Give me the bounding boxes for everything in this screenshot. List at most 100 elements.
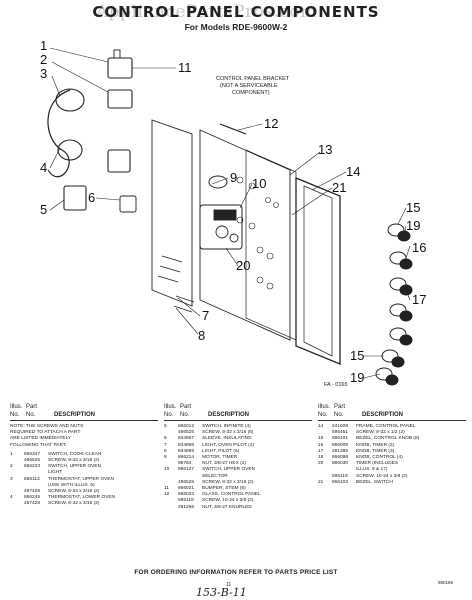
illus-number: 3 [10,476,13,482]
callout-7: 7 [202,308,209,323]
part-description: SCREW, 8-32 x 1/2 (2) [356,430,405,436]
timer-display [199,204,243,250]
bracket-note-line-3: COMPONENT) [232,90,270,96]
part-description: SWITCH, UPPER OVEN [48,464,102,470]
table-row: 487428 SCREW, 6-32 x 3/16 (2) [10,501,158,507]
control-panel-back [199,129,291,341]
page-number: 11 [226,582,232,588]
callout-13: 13 [318,142,332,157]
part-number: 866223 [24,464,41,470]
leader-lines [49,47,411,379]
callout-15: 15 [406,200,420,215]
switch-cook-clean [107,57,133,79]
part-number: 866012 [178,424,195,429]
callout-1: 1 [40,38,47,53]
table-row: 19 866098 KNOB, CONTROL (4) [318,455,466,461]
table-row: 595119 SCREW, 10-24 x 3/8 (2) [318,474,466,480]
illus-number: 14 [318,424,324,429]
part-description: SWITCH, UPPER OVEN [202,467,256,473]
table-row: (USE WITH ILLUS. 6) [10,483,158,489]
part-number: 98764 [178,461,192,467]
part-number: 487428 [24,501,41,507]
callout-19-lower: 19 [350,370,364,385]
callout-20: 20 [236,258,250,273]
illus-number: 12 [164,492,170,498]
part-description: NUT, 3/8-27 HEX (2) [202,461,246,467]
part-number: 866030 [332,461,349,467]
part-description: SCREW, 10-24 x 3/8 (2) [202,498,254,504]
part-number: 866103 [332,479,349,485]
part-description: SWITCH, COOK-CLEAN [48,451,102,457]
table-row: 98764 NUT, 3/8-27 HEX (2) [164,461,312,467]
part-number: 866214 [178,455,195,461]
column-header: Illus. Part No. No. DESCRIPTION [10,404,158,421]
part-number: 866098 [332,455,349,461]
part-number: 866101 [332,436,349,442]
part-description: THERMOSTAT, UPPER OVEN [48,476,114,482]
part-number: 487428 [24,489,41,495]
part-number: 866033 [178,492,195,498]
illus-number: 17 [318,448,324,454]
part-description: NUT, 3/8-27 KNURLED [202,504,252,510]
callout-17: 17 [412,292,426,307]
parts-note: NOTE: THE SCREWS AND NUTS REQUIRED TO AT… [10,424,84,448]
part-number: 486525 [178,430,195,436]
part-number: 595451 [332,430,349,436]
infinite-switch-bottom [63,185,87,211]
callout-19: 19 [406,218,420,233]
illus-number [164,505,178,511]
part-number: 834898 [178,442,195,448]
part-description: SWITCH, INFINITE (4) [202,424,251,429]
part-description: TIMER (INCLUDES [356,461,399,467]
callout-4: 4 [40,160,47,175]
illus-number: 7 [164,442,167,448]
callout-6: 6 [88,190,95,205]
part-number: 595119 [332,473,348,479]
figure-code: FA - 0165 [324,382,348,388]
illus-number: 19 [318,455,324,461]
part-description: SCREW, 10-24 x 3/8 (2) [356,473,408,479]
bracket-note-line-1: CONTROL PANEL BRACKET [216,76,290,82]
part-description: SCREW, 6-32 x 3/16 (2) [48,501,100,507]
thermostat-lower [57,139,83,161]
control-panel-frame [295,177,341,365]
callout-8: 8 [198,328,205,343]
part-number: 486525 [178,479,195,485]
exploded-diagram: CONTROL PANEL BRACKET (NOT A SERVICEABLE… [40,38,426,388]
parts-column-1: Illus. Part No. No. DESCRIPTION NOTE: TH… [10,404,158,508]
part-description: KNOB, CONTROL (4) [356,455,403,461]
table-row: ILLUS. 9 & 17) [318,467,466,473]
handwritten-note: 153-B-11 [196,586,247,599]
part-description: SCREW, 8-32 x 3/16 (8) [202,430,254,436]
part-description: LIGHT [48,470,63,476]
part-description: BEZEL, SWITCH [356,479,393,485]
part-number: 834899 [178,448,195,454]
table-row: 595451 SCREW, 8-32 x 1/2 (2) [318,430,466,436]
column-header: Illus. Part No. No. DESCRIPTION [318,404,466,421]
part-description: SELECTOR [202,473,228,479]
callout-15-lower: 15 [350,348,364,363]
illus-number: 1 [10,451,13,457]
page-title: CONTROL PANEL COMPONENTS [92,3,380,21]
knob-stack [375,223,413,386]
part-description: ILLUS. 9 & 17) [356,467,388,473]
control-panel-bracket [151,119,193,307]
parts-list: Illus. Part No. No. DESCRIPTION NOTE: TH… [10,404,466,564]
page-subtitle: For Models RDE-9600W-2 [184,22,288,32]
illus-number: 21 [318,479,324,485]
part-description: SCREW, 8-32 x 3/16 (2) [48,458,100,464]
illus-number: 6 [164,436,167,442]
table-row: LIGHT [10,470,158,476]
illus-number: 11 [164,486,169,492]
